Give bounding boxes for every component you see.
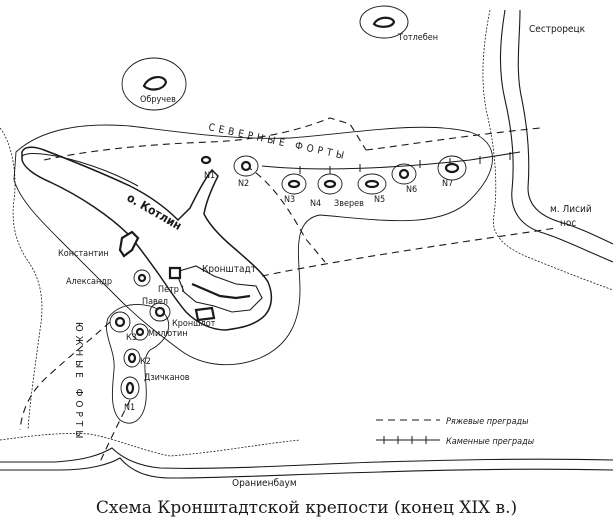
label-dzhichanov: Дзичканов xyxy=(144,373,190,383)
north-shore-outer xyxy=(517,9,613,245)
label-lisiy-nos-1: м. Лисий xyxy=(550,204,592,215)
fort-n1 xyxy=(200,155,212,165)
fort-aleksandr xyxy=(133,269,151,287)
label-lisiy-nos-2: нос xyxy=(560,218,576,229)
label-pavel: Павел xyxy=(142,297,168,307)
label-k3: К3 xyxy=(126,333,137,343)
label-n5: N5 xyxy=(374,195,385,205)
kronshtadt-mole xyxy=(191,282,251,300)
fort-n3 xyxy=(281,173,307,195)
kronshtadt-lisiy-line xyxy=(261,227,557,277)
north-east-pile-line xyxy=(365,127,541,151)
fort-n4-zverev xyxy=(317,173,343,195)
kronshtadt-harbour xyxy=(175,265,263,313)
legend: Ряжевые преграды Каменные преграды xyxy=(376,417,535,447)
label-k1: N1 xyxy=(124,403,135,413)
label-n4: N4 xyxy=(310,199,321,209)
map-caption: Схема Кронштадтской крепости (конец XIX … xyxy=(95,498,518,518)
label-kronshlot: Кроншлот xyxy=(172,319,216,329)
label-aleksandr: Александр xyxy=(66,277,112,287)
legend-pile-label: Ряжевые преграды xyxy=(446,417,529,427)
fort-k1 xyxy=(120,376,140,400)
legend-stone-label: Каменные преграды xyxy=(446,437,535,447)
label-zverev: Зверев xyxy=(334,199,364,209)
north-pile-barrier-2 xyxy=(245,165,326,263)
label-k2: К2 xyxy=(140,357,151,367)
south-shore xyxy=(0,457,613,479)
north-shore xyxy=(499,9,613,263)
label-petr1: Петр I xyxy=(158,285,184,295)
fort-n7 xyxy=(437,155,467,181)
south-pile-barrier xyxy=(19,321,111,431)
kotlin-west-spit xyxy=(21,153,139,187)
north-pile-barrier xyxy=(43,117,367,161)
fort-kronshlot xyxy=(194,306,216,322)
fort-k2 xyxy=(123,348,141,368)
label-milyutin: Милютин xyxy=(148,329,188,339)
legend-stone-swatch xyxy=(376,436,440,444)
south-shore-inner xyxy=(0,447,613,469)
fort-pavel xyxy=(149,302,171,322)
south-shallows xyxy=(0,433,301,457)
label-obruchev: Обручев xyxy=(140,94,176,105)
label-n6: N6 xyxy=(406,185,417,195)
kotlin-shallows-contour xyxy=(13,124,493,366)
fort-petr1 xyxy=(168,266,182,280)
fort-n5 xyxy=(357,173,387,195)
fort-milyutin xyxy=(109,311,131,333)
south-pile-barrier-2 xyxy=(99,399,131,463)
north-shore-shallows xyxy=(482,9,613,291)
north-stone-barrier xyxy=(261,151,521,174)
fort-k3 xyxy=(131,323,149,341)
map-canvas: Сестрорецк м. Лисий нос Ораниенбаум о. К… xyxy=(0,5,613,489)
label-konstantin: Константин xyxy=(58,249,109,259)
label-north-forts: СЕВЕРНЫЕ ФОРТЫ xyxy=(207,122,348,162)
label-n1: N1 xyxy=(204,171,215,181)
fort-totleben xyxy=(359,5,409,39)
label-kronshtadt: Кронштадт xyxy=(202,264,256,275)
label-totleben: Тотлебен xyxy=(397,32,438,43)
label-south-forts: ЮЖНЫЕ ФОРТЫ xyxy=(73,322,84,442)
label-oranienbaum: Ораниенбаум xyxy=(232,477,297,489)
fort-n6 xyxy=(391,163,417,185)
label-sestroretsk: Сестрорецк xyxy=(529,24,586,35)
fort-konstantin xyxy=(118,230,140,258)
fort-n2 xyxy=(233,155,259,177)
west-shallows xyxy=(0,127,43,431)
label-n7: N7 xyxy=(442,179,453,189)
label-n2: N2 xyxy=(238,179,249,189)
fort-obruchev xyxy=(121,57,187,111)
label-n3: N3 xyxy=(284,195,295,205)
